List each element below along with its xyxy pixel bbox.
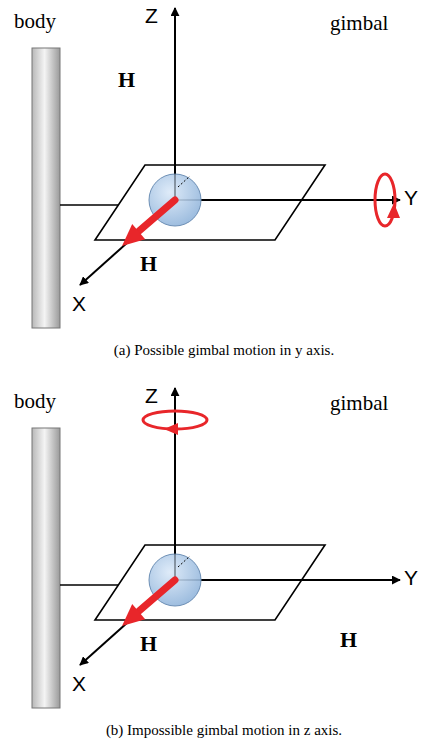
caption-text: (b) Impossible gimbal motion in z axis.	[2, 722, 444, 739]
rotation-arrowhead	[164, 423, 178, 435]
vector-label: H	[340, 628, 357, 652]
part-label: gimbal	[330, 392, 388, 415]
axis-label: Z	[145, 4, 158, 27]
part-label: body	[14, 390, 56, 413]
axis-label: X	[72, 292, 86, 315]
vector-label: H	[140, 632, 157, 656]
axis-label: Y	[404, 186, 418, 209]
part-label: body	[14, 10, 56, 33]
panel-a	[32, 8, 400, 328]
axis-label: X	[72, 672, 86, 695]
vector-label: H	[140, 252, 157, 276]
axis-label: Z	[145, 384, 158, 407]
axis-label: Y	[404, 566, 418, 589]
rotation-arrow	[375, 174, 395, 226]
vector-label: H	[118, 68, 135, 92]
panel-b	[32, 388, 400, 708]
part-label: gimbal	[330, 12, 388, 35]
caption-text: (a) Possible gimbal motion in y axis.	[2, 342, 444, 359]
rotation-arrowhead	[387, 203, 400, 218]
